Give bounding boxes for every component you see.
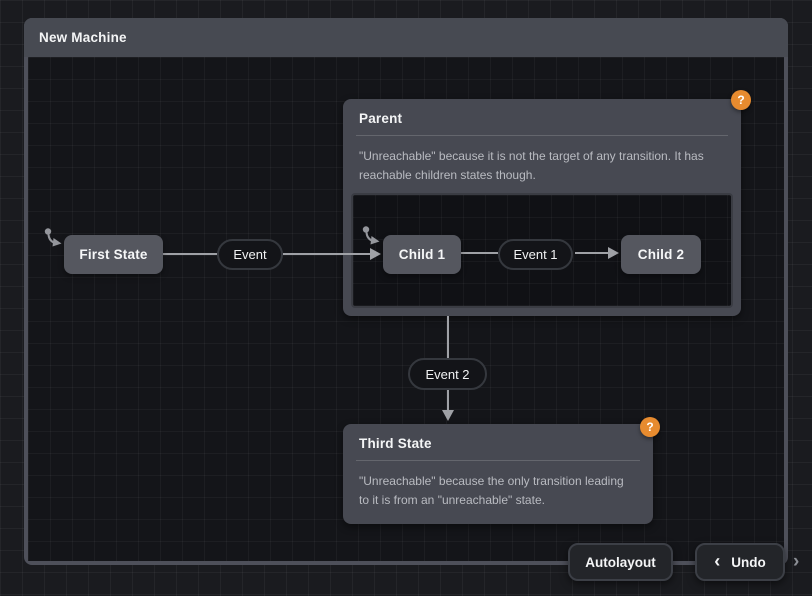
state-parent-title: Parent (359, 111, 403, 126)
autolayout-label: Autolayout (585, 554, 656, 570)
question-mark-icon: ? (737, 93, 745, 107)
state-third-state[interactable]: Third State "Unreachable" because the on… (343, 424, 653, 524)
state-child2-label: Child 2 (637, 247, 685, 262)
divider (356, 460, 640, 461)
state-child-1[interactable]: Child 1 (383, 235, 461, 274)
state-first-label: First State (79, 247, 148, 262)
state-child-2[interactable]: Child 2 (621, 235, 701, 274)
transition-event1-label: Event 1 (513, 247, 558, 262)
machine-title: New Machine (39, 30, 127, 45)
chevron-right-icon[interactable]: › (793, 551, 800, 572)
machine-header[interactable]: New Machine (24, 18, 788, 57)
help-badge-icon[interactable]: ? (640, 417, 660, 437)
help-badge-icon[interactable]: ? (731, 90, 751, 110)
divider (356, 135, 728, 136)
state-third-description: "Unreachable" because the only transitio… (359, 474, 624, 507)
autolayout-button[interactable]: Autolayout (568, 543, 673, 581)
undo-label: Undo (731, 554, 766, 570)
chevron-left-icon: ‹ (714, 551, 721, 571)
state-third-title: Third State (359, 436, 432, 451)
state-parent-description: "Unreachable" because it is not the targ… (359, 149, 704, 182)
transition-event2-label: Event 2 (425, 366, 470, 382)
state-first-state[interactable]: First State (64, 235, 163, 274)
state-child1-label: Child 1 (398, 247, 446, 262)
transition-event-2[interactable]: Event 2 (408, 358, 487, 390)
question-mark-icon: ? (646, 420, 654, 434)
transition-event-1[interactable]: Event 1 (498, 239, 573, 270)
transition-event-label: Event (233, 247, 267, 262)
state-parent[interactable]: Parent "Unreachable" because it is not t… (343, 99, 741, 316)
transition-event[interactable]: Event (217, 239, 283, 270)
undo-button[interactable]: ‹ Undo (695, 543, 785, 581)
